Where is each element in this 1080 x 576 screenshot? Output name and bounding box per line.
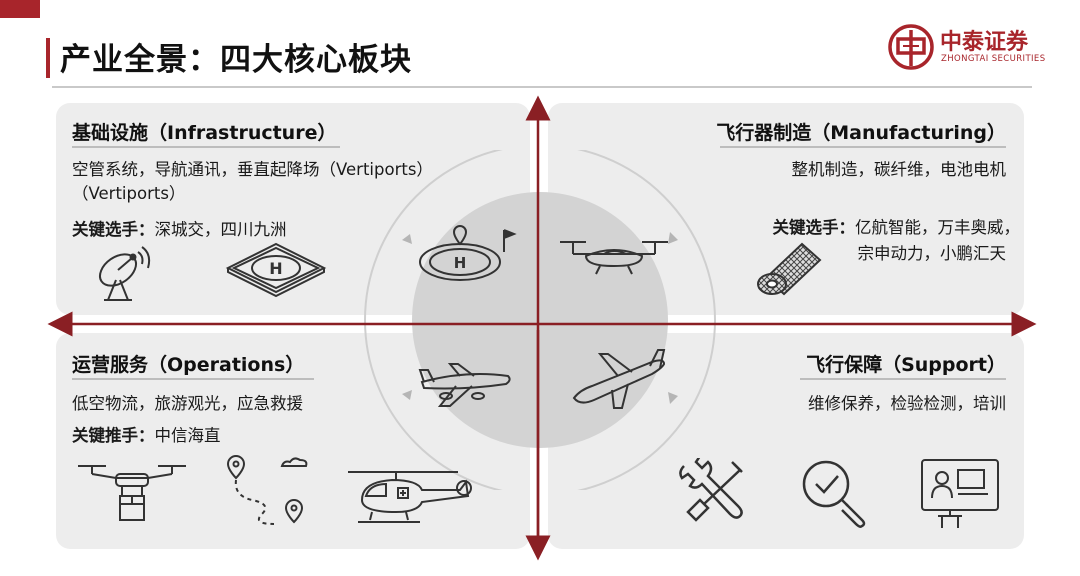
zhongtai-emblem-icon xyxy=(888,24,934,70)
infrastructure-players: 关键选手：深城交，四川九洲 xyxy=(72,220,287,240)
infrastructure-players-label: 关键选手： xyxy=(72,220,155,239)
infrastructure-items-wrap: （Vertiports） xyxy=(72,184,186,203)
evtol-aircraft-icon xyxy=(560,241,668,275)
tools-icon xyxy=(679,458,743,522)
manufacturing-players-line2: 宗申动力，小鹏汇天 xyxy=(857,244,1007,263)
airliner-icon xyxy=(572,349,666,409)
operations-items: 低空物流，旅游观光，应急救援 xyxy=(72,394,303,413)
support-items: 维修保养，检验检测，培训 xyxy=(808,394,1006,413)
title-accent-mark xyxy=(46,38,50,78)
satellite-dish-icon xyxy=(98,246,151,301)
manufacturing-players-label: 关键选手： xyxy=(772,218,856,237)
operations-players: 关键推手：中信海直 xyxy=(72,426,221,446)
top-accent-bar xyxy=(0,0,40,18)
support-underline xyxy=(800,378,1006,380)
logo-name-cn: 中泰证券 xyxy=(940,30,1029,55)
operations-players-label: 关键推手： xyxy=(72,426,155,445)
manufacturing-items: 整机制造，碳纤维，电池电机 xyxy=(791,160,1007,179)
manufacturing-title: 飞行器制造（Manufacturing） xyxy=(716,122,1006,144)
svg-text:H: H xyxy=(269,259,282,278)
inspection-icon xyxy=(802,460,866,528)
helipad-icon: H xyxy=(225,242,327,298)
infrastructure-players-value: 深城交，四川九洲 xyxy=(154,220,287,239)
carbon-fiber-roll-icon xyxy=(757,242,822,296)
operations-title: 运营服务（Operations） xyxy=(72,354,305,376)
cargo-plane-icon xyxy=(418,363,511,407)
operations-players-value: 中信海直 xyxy=(154,426,221,445)
infrastructure-underline xyxy=(72,146,340,148)
support-title: 飞行保障（Support） xyxy=(806,354,1006,376)
company-logo: 中泰证券 ZHONGTAI SECURITIES xyxy=(886,22,1046,72)
infrastructure-title: 基础设施（Infrastructure） xyxy=(72,122,337,144)
training-icon xyxy=(921,459,999,528)
manufacturing-underline xyxy=(720,146,1006,148)
infrastructure-items: 空管系统，导航通讯，垂直起降场（Vertiports） xyxy=(72,160,433,179)
page-title: 产业全景：四大核心板块 xyxy=(60,42,412,78)
vertiport-helipad-icon: H xyxy=(419,224,517,281)
route-map-icon xyxy=(226,454,308,525)
title-divider xyxy=(52,86,1032,88)
svg-text:H: H xyxy=(454,254,467,272)
logo-name-en: ZHONGTAI SECURITIES xyxy=(941,54,1046,64)
center-cycle xyxy=(364,150,716,490)
manufacturing-players: 关键选手：亿航智能，万丰奥威， xyxy=(773,218,1021,238)
manufacturing-players-line1: 亿航智能，万丰奥威， xyxy=(855,218,1020,237)
operations-underline xyxy=(72,378,314,380)
delivery-drone-icon xyxy=(78,465,186,521)
helicopter-icon xyxy=(348,471,472,523)
